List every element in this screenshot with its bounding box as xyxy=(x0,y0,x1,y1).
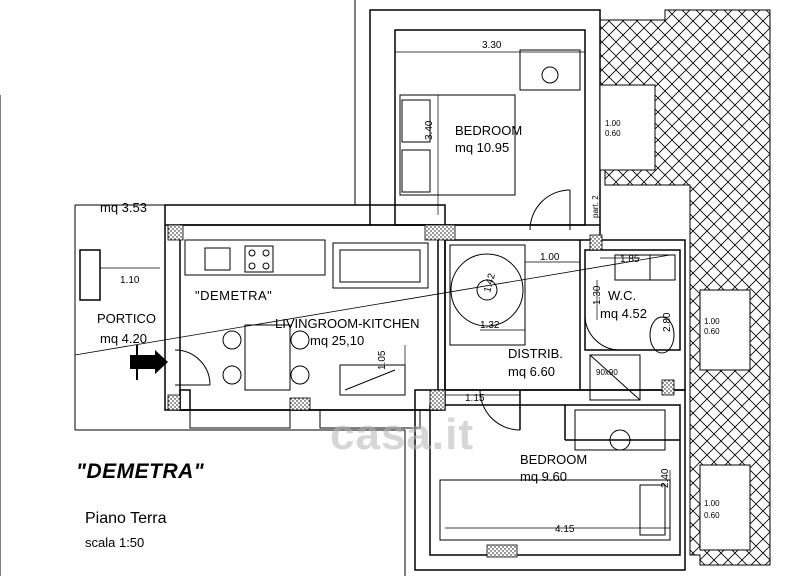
wc-area: mq 4.52 xyxy=(600,306,647,321)
window2-width: 1.00 xyxy=(704,317,720,326)
shower-size-label: 90x90 xyxy=(596,368,618,377)
dimension-330: 3.30 xyxy=(482,40,502,51)
watermark-logo: casa.it xyxy=(330,410,474,459)
dimension-lines xyxy=(100,51,671,529)
dimension-340: 3.40 xyxy=(424,120,435,140)
livingroom-area: mq 25,10 xyxy=(310,333,364,348)
portico-area: mq 4.20 xyxy=(100,331,147,346)
window1-width: 1.00 xyxy=(605,119,621,128)
wall-columns xyxy=(167,224,675,558)
floor-label: Piano Terra xyxy=(85,510,167,527)
dimension-115: 1.15 xyxy=(465,393,485,404)
window1-height: 0.60 xyxy=(605,129,621,138)
distrib-area: mq 6.60 xyxy=(508,364,555,379)
entry-arrow-icon xyxy=(130,345,168,380)
bedroom1-name: BEDROOM xyxy=(455,123,522,138)
window-frames xyxy=(599,84,751,551)
interior-project-tag: "DEMETRA" xyxy=(195,288,272,303)
bedroom2-name: BEDROOM xyxy=(520,452,587,467)
dimension-240: 2.40 xyxy=(660,468,671,488)
dimension-100: 1.00 xyxy=(540,252,560,263)
window3-width: 1.00 xyxy=(704,499,720,508)
dimension-415: 4.15 xyxy=(555,524,575,535)
portico-name: PORTICO xyxy=(97,311,156,326)
project-title: "DEMETRA" xyxy=(76,460,205,483)
window2-height: 0.60 xyxy=(704,327,720,336)
door-swings xyxy=(174,189,621,431)
dimension-110: 1.10 xyxy=(120,275,140,286)
dimension-105: 1.05 xyxy=(377,350,388,370)
scale-label: scala 1:50 xyxy=(85,535,145,550)
section-line xyxy=(74,254,671,356)
dimension-280: 2.80 xyxy=(662,312,673,332)
portico-top-area: mq 3.53 xyxy=(100,200,147,215)
livingroom-name: LIVINGROOM-KITCHEN xyxy=(275,316,419,331)
walls xyxy=(79,9,686,571)
dimension-142: 1.42 xyxy=(482,272,498,294)
dimension-132: 1.32 xyxy=(480,320,500,331)
dimension-130: 1.30 xyxy=(592,285,603,305)
dimension-185: 1.85 xyxy=(620,254,640,265)
wc-name: W.C. xyxy=(608,288,636,303)
part2-label: part. 2 xyxy=(591,195,600,218)
distrib-name: DISTRIB. xyxy=(508,346,563,361)
bedroom2-area: mq 9.60 xyxy=(520,469,567,484)
bedroom1-area: mq 10.95 xyxy=(455,140,509,155)
window3-height: 0.60 xyxy=(704,511,720,520)
